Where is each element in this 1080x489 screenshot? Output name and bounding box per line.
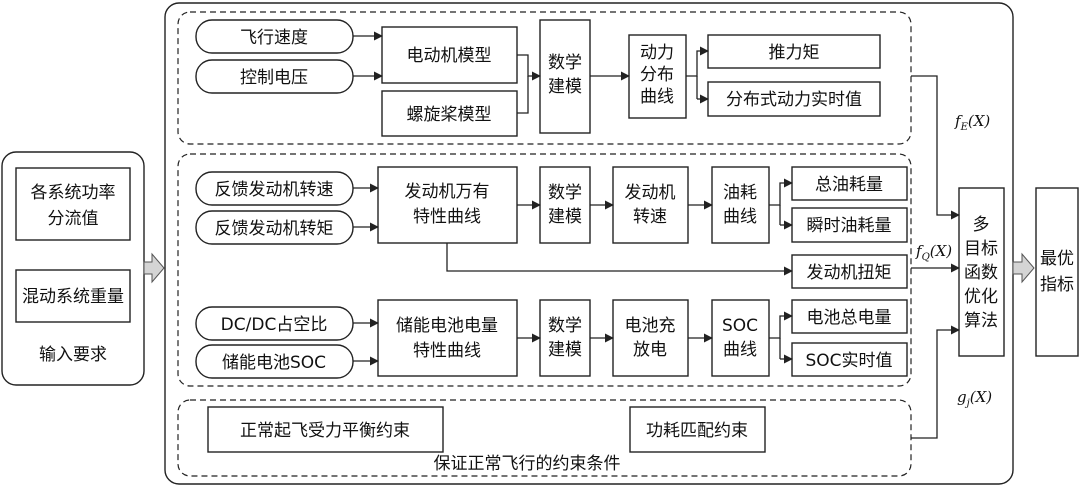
engine-characteristic-box [377, 166, 518, 244]
battery-characteristic-label-line1: 储能电池电量 [396, 316, 498, 336]
battery-modeling-box [539, 299, 591, 377]
propeller-model-label: 螺旋桨模型 [407, 105, 492, 125]
optimizer-label-line1: 多 [973, 215, 990, 235]
engine-battery-group-frame [177, 153, 912, 387]
control-voltage-label: 控制电压 [240, 68, 308, 88]
power-split-label-line2: 分流值 [48, 209, 99, 229]
dcdc-duty-label: DC/DC占空比 [221, 315, 328, 335]
soc-curve-box [711, 299, 770, 377]
soc-realtime-box [791, 342, 908, 377]
hybrid-weight-box [15, 269, 131, 323]
engine-torque-box [791, 254, 908, 289]
soc-curve-label-line2: 曲线 [723, 340, 757, 360]
input-requirements-caption: 输入要求 [39, 345, 107, 365]
battery-modeling-label-line2: 建模 [548, 340, 582, 360]
soc-realtime-label: SOC实时值 [805, 351, 892, 371]
engine-characteristic-label-line2: 特性曲线 [413, 207, 481, 227]
fuel-curve-box [711, 166, 770, 244]
motor-modeling-label-line1: 数学 [548, 53, 582, 73]
optimal-index-label-line2: 指标 [1040, 275, 1074, 295]
engine-modeling-label-line2: 建模 [548, 207, 582, 227]
instant-fuel-box [791, 207, 908, 243]
battery-total-label: 电池总电量 [807, 308, 892, 328]
motor-modeling-label-line2: 建模 [548, 77, 582, 97]
hybrid-weight-label: 混动系统重量 [22, 287, 124, 307]
engine-speed-box [612, 166, 689, 244]
battery-charge-box [612, 299, 689, 377]
soc-curve-label-line1: SOC [722, 316, 758, 336]
power-curve-label-line1: 动力 [640, 43, 674, 63]
fq-function-label: fQ(X) [915, 242, 952, 263]
fuel-curve-label-line1: 油耗 [723, 183, 757, 203]
optimizer-label-line5: 算法 [964, 311, 998, 331]
battery-charge-label-line2: 放电 [633, 340, 667, 360]
fuel-curve-label-line2: 曲线 [723, 207, 757, 227]
distributed-power-box [707, 81, 881, 117]
optimal-index-box [1035, 187, 1079, 357]
motor-group-frame [177, 11, 912, 145]
engine-torque-label: 发动机扭矩 [807, 263, 892, 283]
power-matching-constraint-box [629, 406, 766, 453]
power-curve-label-line2: 分布 [640, 65, 674, 85]
optimal-index-label-line1: 最优 [1040, 249, 1074, 269]
engine-speed-label-line1: 发动机 [625, 183, 676, 203]
battery-characteristic-label-line2: 特性曲线 [413, 341, 481, 361]
engine-modeling-box [539, 166, 591, 244]
flight-speed-label: 飞行速度 [240, 28, 308, 48]
takeoff-balance-constraint-box [207, 406, 444, 453]
engine-torque-feedback-label: 反馈发动机转矩 [215, 219, 334, 239]
gj-function-label: gj(X) [957, 388, 992, 409]
battery-characteristic-box [377, 299, 518, 377]
total-fuel-label: 总油耗量 [815, 175, 883, 195]
power-split-label-line1: 各系统功率 [31, 183, 116, 203]
engine-speed-label-line2: 转速 [633, 207, 667, 227]
motor-model-label: 电动机模型 [407, 46, 492, 66]
optimizer-label-line2: 目标 [964, 239, 998, 259]
power-curve-label-line3: 曲线 [640, 87, 674, 107]
input-block-arrow [143, 252, 165, 284]
propeller-model-box [381, 90, 518, 137]
engine-characteristic-label-line1: 发动机万有 [405, 182, 490, 202]
power-matching-constraint-label: 功耗匹配约束 [646, 421, 748, 441]
takeoff-balance-constraint-label: 正常起飞受力平衡约束 [240, 421, 410, 441]
engine-modeling-label-line1: 数学 [548, 183, 582, 203]
fe-function-label: fE(X) [954, 112, 990, 133]
distributed-power-label: 分布式动力实时值 [726, 90, 862, 110]
optimizer-label-line4: 优化 [964, 287, 998, 307]
total-fuel-box [791, 166, 908, 201]
instant-fuel-label: 瞬时油耗量 [807, 216, 892, 236]
motor-model-box [381, 26, 518, 84]
thrust-moment-box [707, 34, 881, 69]
optimizer-label-line3: 函数 [964, 263, 998, 283]
output-block-arrow [1012, 252, 1035, 284]
power-distribution-curve-box [628, 34, 687, 119]
power-split-box [15, 167, 131, 241]
engine-speed-feedback-label: 反馈发动机转速 [215, 180, 334, 200]
battery-modeling-label-line1: 数学 [548, 316, 582, 336]
thrust-moment-label: 推力矩 [769, 43, 820, 63]
battery-total-box [791, 299, 908, 334]
battery-charge-label-line1: 电池充 [625, 316, 676, 336]
battery-soc-label: 储能电池SOC [222, 353, 326, 373]
motor-modeling-box [539, 19, 591, 134]
constraints-caption: 保证正常飞行的约束条件 [434, 454, 621, 474]
